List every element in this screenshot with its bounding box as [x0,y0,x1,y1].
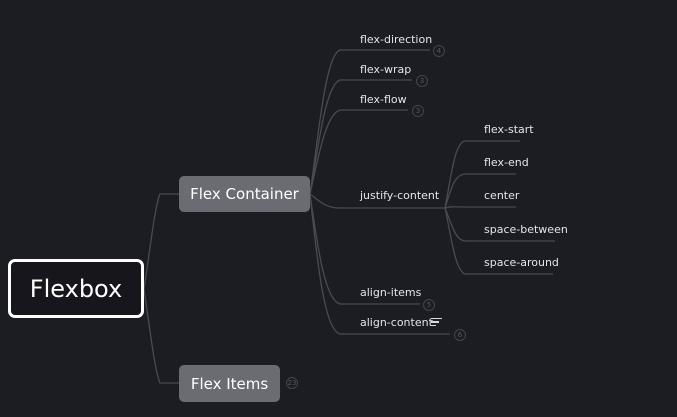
node-flex-flow[interactable]: flex-flow [360,93,407,106]
node-justify-content[interactable]: justify-content [360,189,440,202]
root-node-flexbox[interactable]: Flexbox [8,259,144,318]
flex-items-count-badge[interactable]: 23 [286,377,298,389]
flex-wrap-count-badge[interactable]: 3 [416,75,428,87]
notes-icon[interactable] [431,318,442,327]
node-space-between[interactable]: space-between [484,223,568,236]
flex-direction-count-badge[interactable]: 4 [433,45,445,57]
flex-flow-count-badge[interactable]: 3 [412,105,424,117]
node-flex-wrap[interactable]: flex-wrap [360,63,412,76]
node-align-content[interactable]: align-content [360,316,433,329]
align-content-count-badge[interactable]: 6 [454,329,466,341]
node-flex-items[interactable]: Flex Items [179,365,280,402]
node-flex-start[interactable]: flex-start [484,123,534,136]
node-flex-end[interactable]: flex-end [484,156,529,169]
align-items-count-badge[interactable]: 5 [423,299,435,311]
node-align-items[interactable]: align-items [360,286,422,299]
node-flex-direction[interactable]: flex-direction [360,33,433,46]
node-space-around[interactable]: space-around [484,256,559,269]
node-flex-container[interactable]: Flex Container [179,176,310,212]
node-center[interactable]: center [484,189,520,202]
